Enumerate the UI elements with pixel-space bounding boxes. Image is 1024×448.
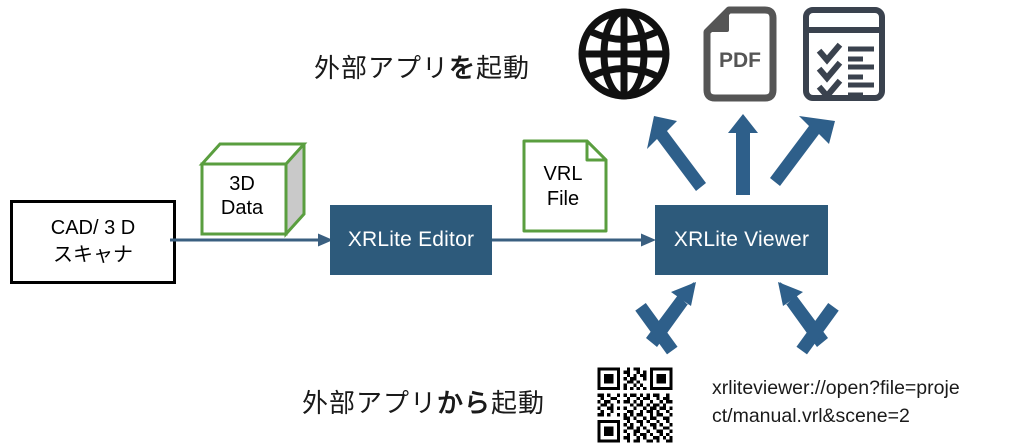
arrows-external-launch-to-viewer [635,278,850,378]
checklist-form-icon [802,6,886,102]
qr-code-icon[interactable] [594,364,676,446]
label-launch-external-particle: を [449,53,477,83]
deep-link-url-text: xrliteviewer://open?file=proje ct/manual… [712,374,1022,431]
arrow-to-pdf [728,114,758,195]
deep-link-url-line1: xrliteviewer://open?file=proje [712,377,960,399]
arrow-url-head [778,282,803,306]
artifact-3d-data-line2: Data [220,197,264,219]
deep-link-url-line2: ct/manual.vrl&scene=2 [712,405,910,428]
artifact-3d-data-cube: 3D Data [198,138,308,238]
arrow-qrcode-head [671,282,696,306]
artifact-vrl-file-label: VRL File [521,162,605,212]
node-xrlite-viewer[interactable]: XRLite Viewer [655,205,828,275]
node-xrlite-editor-label: XRLite Editor [347,228,475,251]
arrow-to-globe [647,116,706,191]
node-cad-3d-scanner[interactable]: CAD/ 3 D スキャナ [10,200,176,284]
node-cad-line1: CAD/ 3 D [50,217,136,239]
arrow-editor-to-viewer [492,228,658,252]
label-launch-from-external-app: 外部アプリから起動 [302,383,545,420]
node-cad-line2: スキャナ [53,244,133,266]
arrow-to-checklist [770,116,835,186]
artifact-3d-data-label: 3D Data [204,172,280,220]
label-launch-external-app: 外部アプリを起動 [314,48,530,85]
node-xrlite-editor[interactable]: XRLite Editor [330,205,492,275]
label-launch-from-suffix: 起動 [491,388,546,418]
artifact-3d-data-line1: 3D [229,173,255,195]
label-launch-from-prefix: 外部アプリ [302,388,438,418]
label-launch-external-suffix: 起動 [476,53,531,83]
label-launch-external-prefix: 外部アプリ [314,53,450,83]
artifact-vrl-file-line2: File [546,188,580,210]
globe-icon [578,6,670,102]
pdf-icon-label: PDF [719,49,761,72]
label-launch-from-particle: から [437,388,492,418]
arrow-source-to-editor [170,228,335,252]
arrows-viewer-to-external-apps [630,105,870,215]
node-xrlite-viewer-label: XRLite Viewer [673,228,810,251]
pdf-document-icon: PDF [703,6,777,102]
artifact-vrl-file: VRL File [521,138,609,234]
artifact-vrl-file-line1: VRL [543,163,583,185]
